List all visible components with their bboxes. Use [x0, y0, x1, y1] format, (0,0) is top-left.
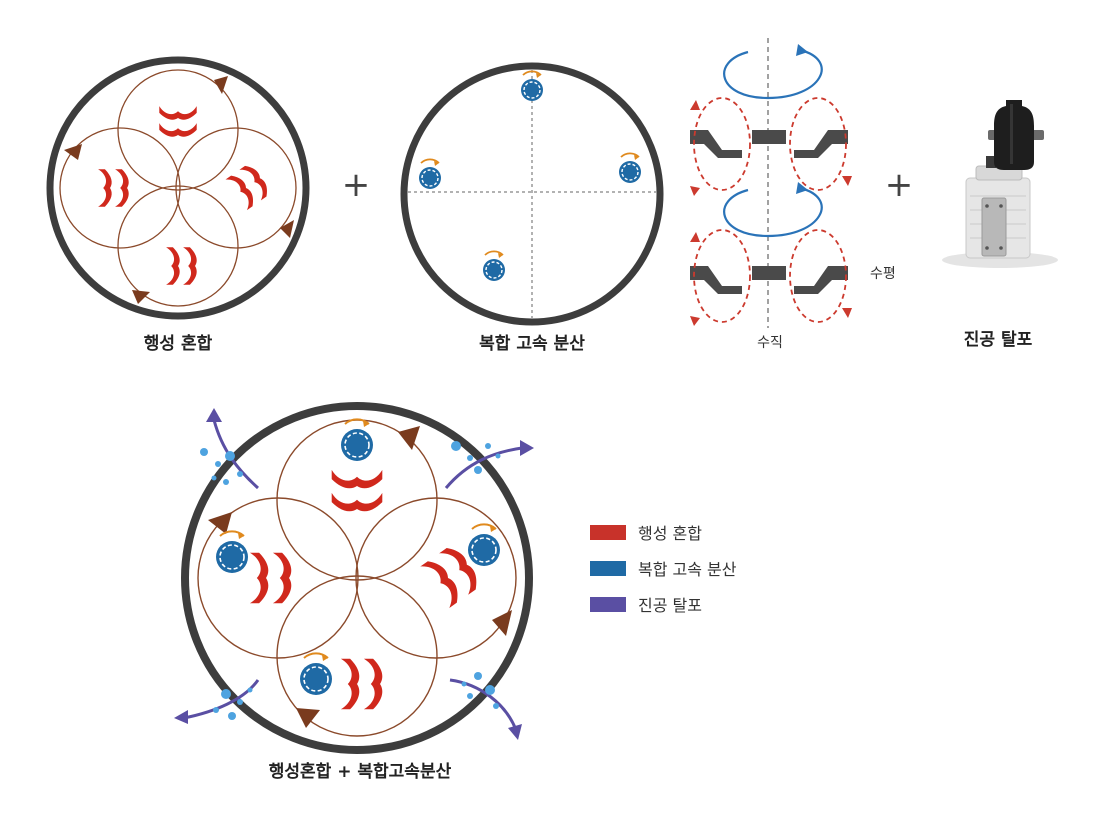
- legend-label-dispersion: 복합 고속 분산: [638, 560, 737, 579]
- vacuum-caption: 진공 탈포: [964, 329, 1033, 350]
- vortex-flow-arrowheads: [690, 100, 852, 326]
- legend-swatch-planetary: [590, 525, 626, 540]
- vacuum-pump-image: [942, 100, 1058, 268]
- dispersion-panel: 복합 고속 분산: [400, 62, 664, 354]
- legend-swatch-dispersion: [590, 561, 626, 576]
- legend-label-vacuum: 진공 탈포: [638, 596, 702, 615]
- planetary-orbits: [59, 69, 297, 307]
- vertical-label: 수직: [757, 335, 783, 351]
- vortex-rotation-arrows: [723, 48, 823, 238]
- dispersion-vessel-ring: [400, 62, 664, 326]
- planetary-orbit-arrowheads: [64, 76, 294, 304]
- vortex-stator-plates: [690, 130, 848, 294]
- combined-vessel-ring: [181, 402, 533, 754]
- dispersion-caption: 복합 고속 분산: [479, 333, 585, 354]
- horizontal-label: 수평: [870, 266, 896, 282]
- legend-label-planetary: 행성 혼합: [638, 524, 702, 543]
- vacuum-bubbles: [200, 441, 501, 720]
- vortex-flow-loops: [693, 97, 847, 323]
- vortex-arrowheads: [796, 44, 808, 194]
- vortex-panel: 수평 수직: [690, 38, 896, 351]
- planetary-vessel-ring: [46, 56, 310, 320]
- legend-swatch-vacuum: [590, 597, 626, 612]
- plus-operator-1: +: [342, 165, 371, 205]
- plus-operator-2: +: [885, 165, 914, 205]
- combined-panel: 행성혼합 + 복합고속분산: [174, 402, 534, 782]
- vacuum-arrowheads: [174, 408, 534, 740]
- legend: 행성 혼합 복합 고속 분산 진공 탈포: [590, 524, 737, 615]
- planetary-caption: 행성 혼합: [144, 333, 213, 354]
- combined-caption: 행성혼합 + 복합고속분산: [269, 761, 452, 782]
- combined-orbit-arrowheads: [208, 426, 512, 728]
- planetary-panel: 행성 혼합: [46, 56, 310, 354]
- vacuum-flow-arrows: [183, 419, 523, 731]
